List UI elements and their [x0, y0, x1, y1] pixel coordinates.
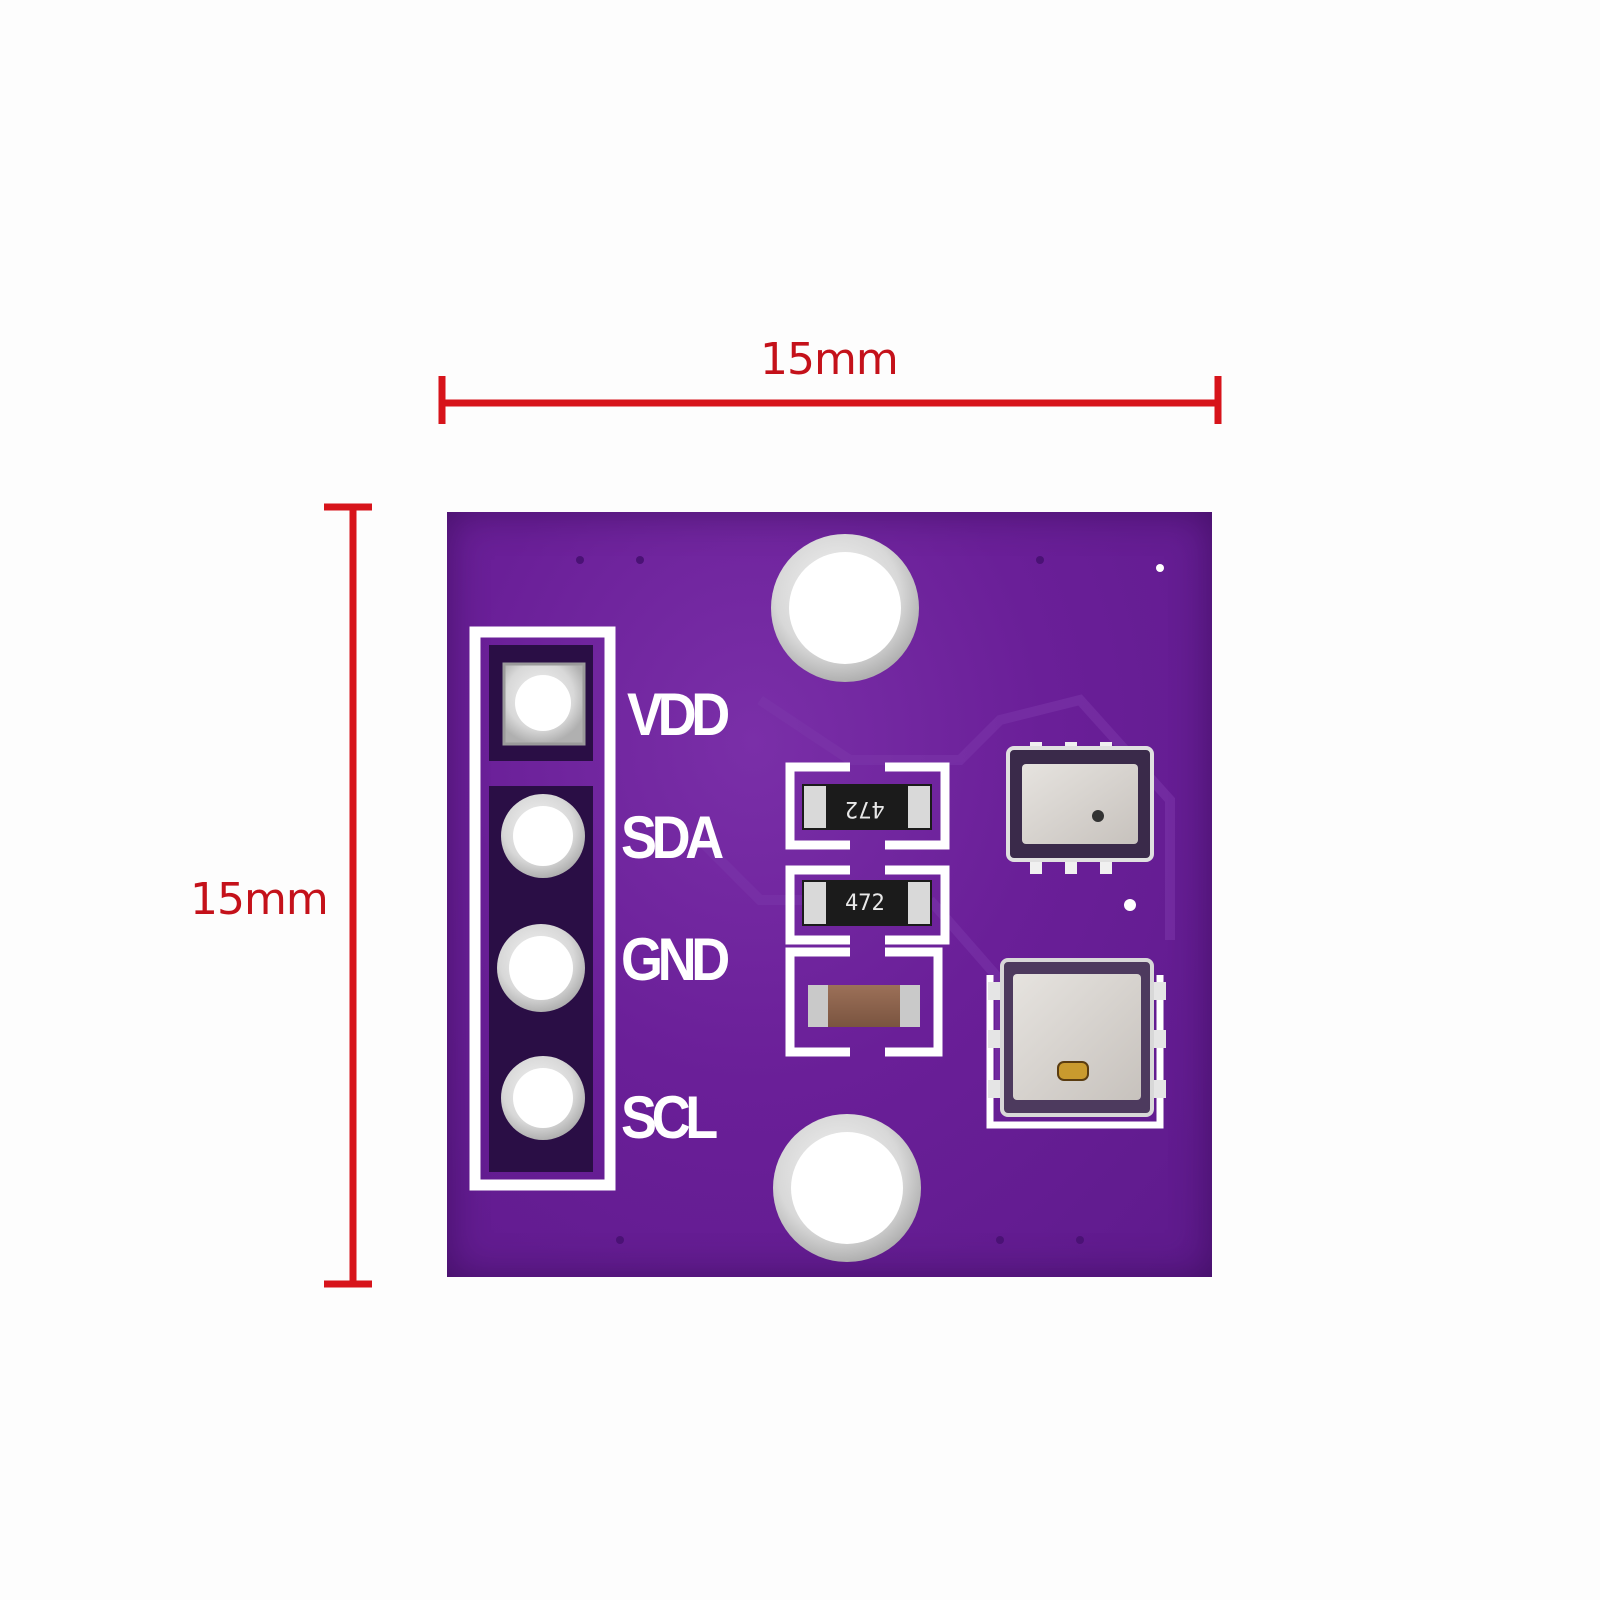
width-dimension-label: 15mm — [760, 334, 899, 385]
sensor-chip-lower — [986, 958, 1166, 1129]
pin-label-gnd: GND — [621, 926, 730, 993]
pin-label-sda: SDA — [621, 804, 724, 871]
pin-label-vdd: VDD — [627, 681, 730, 748]
pin-sda-pad — [501, 794, 585, 878]
capacitor — [785, 947, 943, 1057]
resistor-marking-lower: 472 — [845, 891, 885, 916]
vias — [576, 556, 1164, 1244]
height-dimension-line — [324, 503, 372, 1288]
mounting-hole-top — [771, 534, 919, 682]
width-dimension-line — [438, 376, 1222, 424]
pin-vdd-pad — [502, 662, 586, 746]
height-dimension-label: 15mm — [190, 874, 329, 925]
resistor-marking-upper: 472 — [845, 796, 885, 821]
pin-label-scl: SCL — [621, 1084, 718, 1151]
pin-scl-pad — [501, 1056, 585, 1140]
pin-gnd-pad — [497, 924, 585, 1012]
mounting-hole-bottom — [773, 1114, 921, 1262]
resistor-upper — [785, 762, 950, 850]
sensor-chip-upper — [1006, 742, 1154, 911]
resistor-lower — [785, 865, 950, 945]
